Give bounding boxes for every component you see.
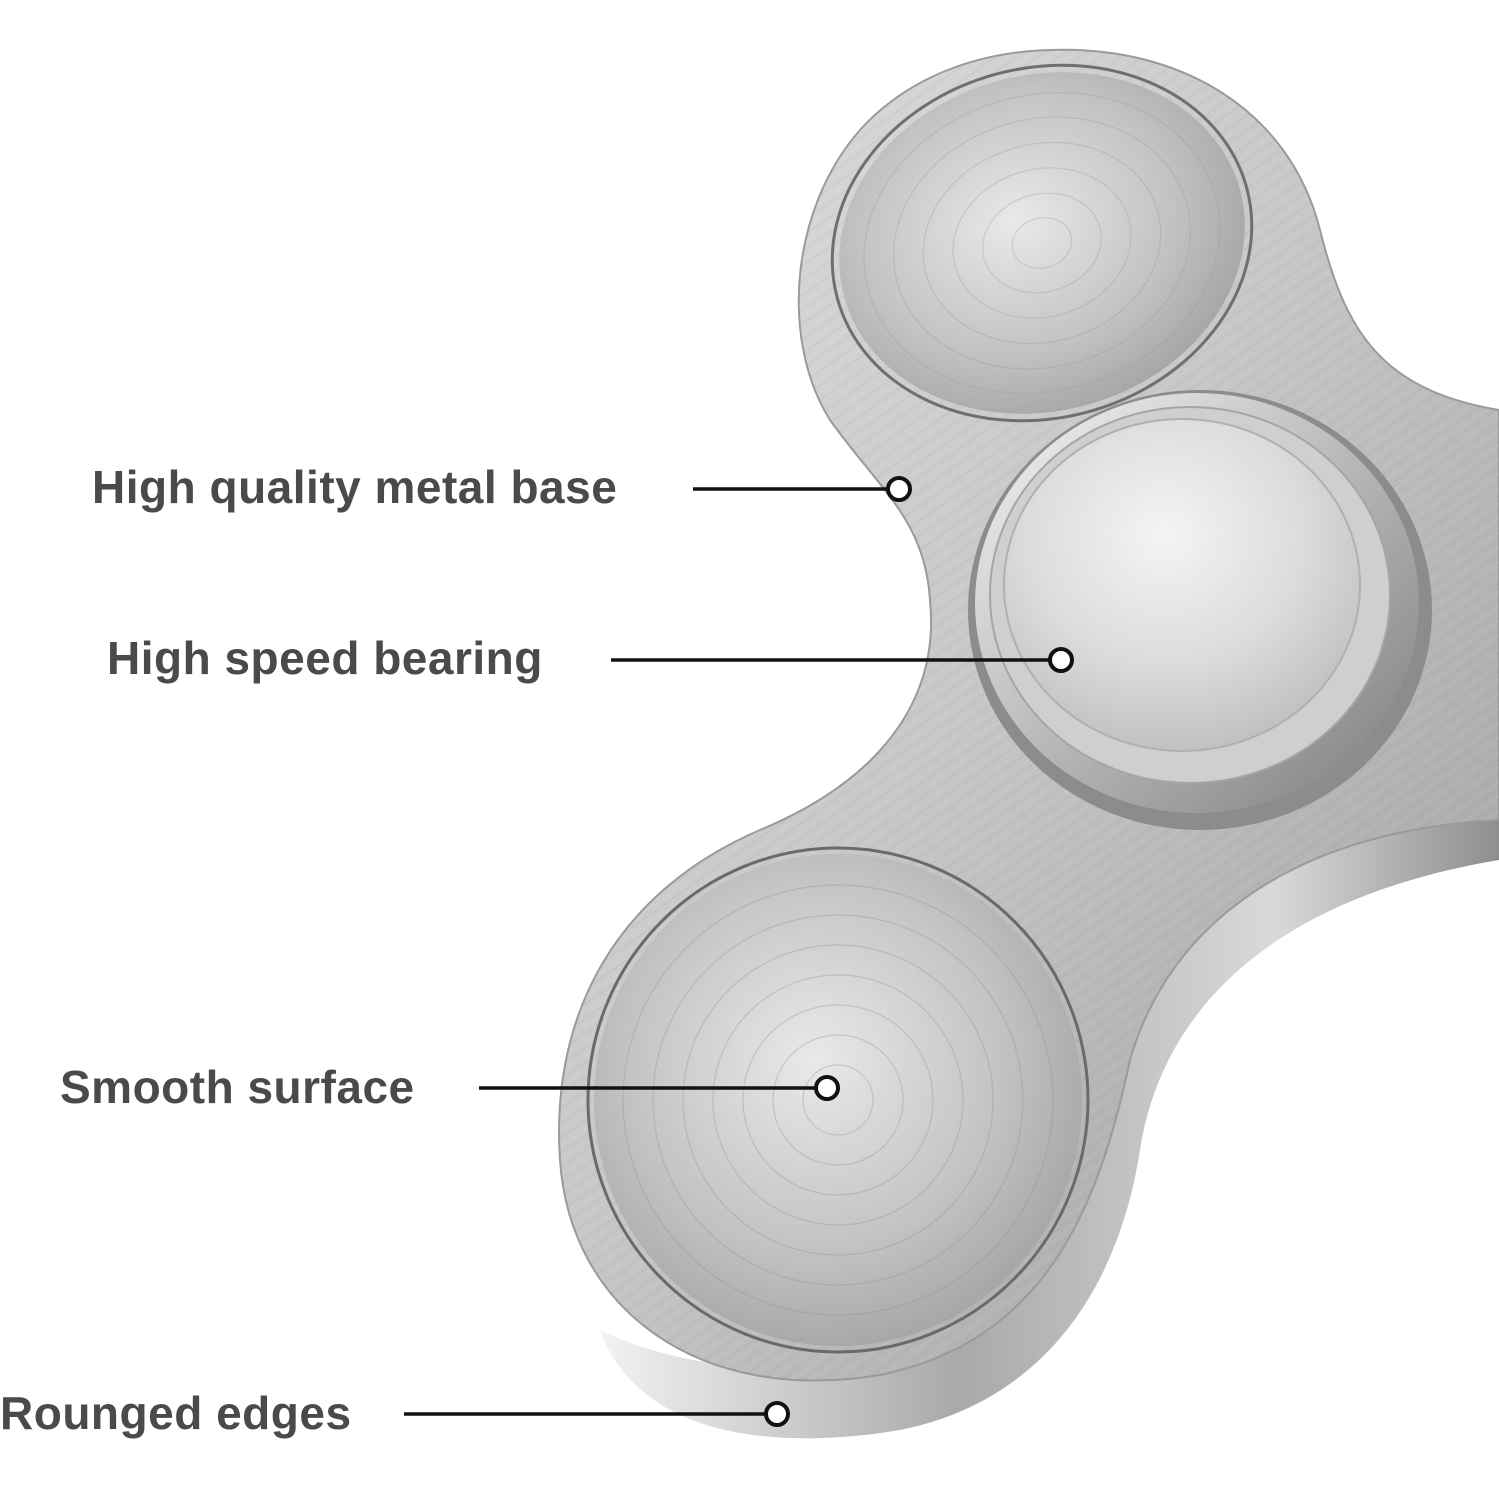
leader-lines <box>404 487 1049 1416</box>
circle-marker-icon <box>764 1401 790 1427</box>
callout-label-metal-base: High quality metal base <box>92 461 618 513</box>
lower-weight-cap <box>586 846 1090 1354</box>
circle-marker-icon <box>886 476 912 502</box>
callout-label-bearing: High speed bearing <box>107 632 543 684</box>
center-bearing <box>968 390 1432 830</box>
circle-marker-icon <box>1048 647 1074 673</box>
circle-marker-icon <box>814 1075 840 1101</box>
callout-label-edges: Rounged edges <box>0 1387 352 1439</box>
upper-weight-cap <box>830 63 1254 423</box>
spinner-edge <box>600 800 1499 1439</box>
callout-label-surface: Smooth surface <box>60 1061 415 1113</box>
